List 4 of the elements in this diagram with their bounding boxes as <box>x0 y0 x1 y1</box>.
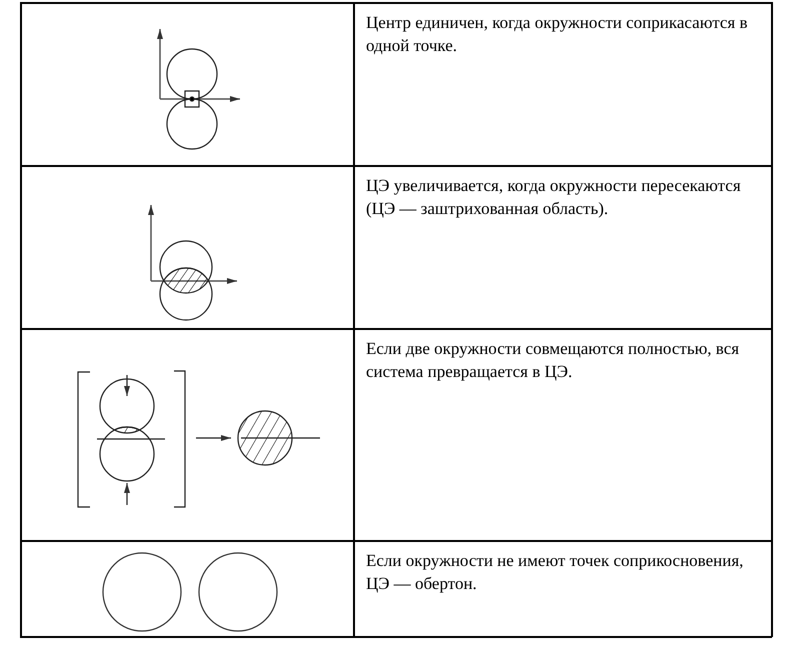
description-text: Если окружности не имеют точек соприкосновения, ЦЭ — обертон. <box>366 550 744 595</box>
description-text: Центр единичен, когда окружности соприкасаются в одной точке. <box>366 12 748 57</box>
description-text: Если две окружности совмещаются полностью, вся система превращается в ЦЭ. <box>366 338 740 383</box>
description-text: ЦЭ увеличивается, когда окружности пересекаются (ЦЭ — заштрихованная область). <box>366 175 742 220</box>
